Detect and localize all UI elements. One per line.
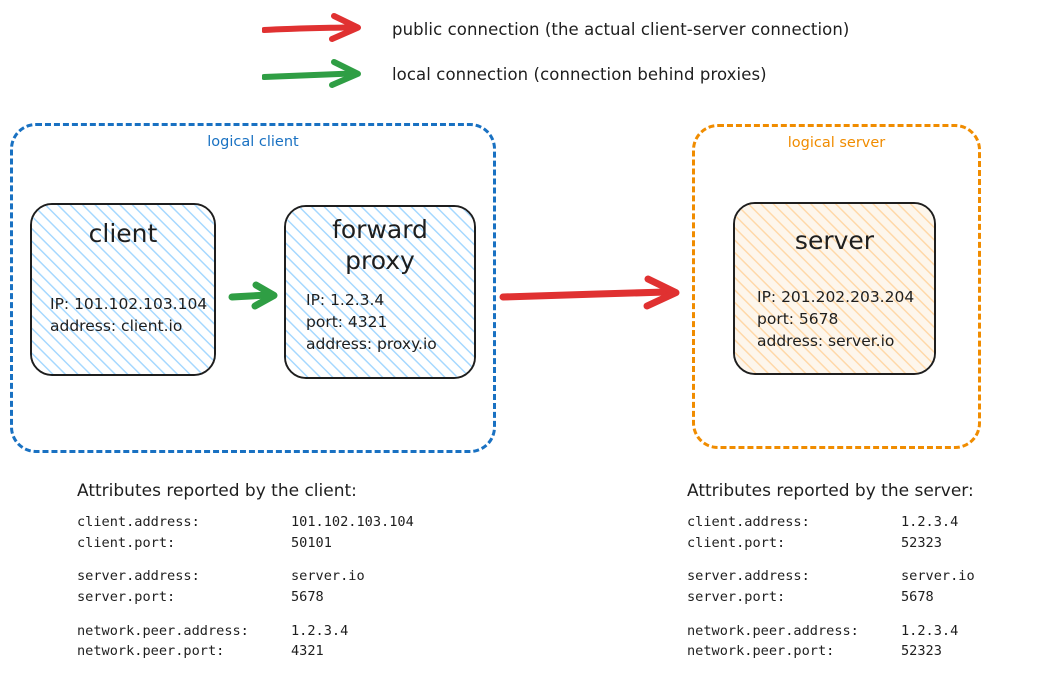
attributes-server-tbody: client.address: 1.2.3.4 client.port: 52323 s…	[687, 512, 975, 662]
attribute-key: network.peer.port:	[687, 643, 835, 660]
node-server-ip: IP: 201.202.203.204	[757, 288, 915, 306]
attribute-value: 1.2.3.4	[901, 622, 959, 639]
arrow-public-client-to-server-icon	[499, 275, 680, 310]
node-client[interactable]: client IP: 101.102.103.104 address: clie…	[30, 203, 216, 376]
attribute-value: 5678	[291, 588, 324, 605]
logical-client-label: logical client	[207, 134, 299, 150]
attribute-value: 52323	[901, 534, 942, 551]
attribute-key: server.port:	[687, 588, 786, 605]
attribute-key: server.port:	[77, 588, 176, 605]
attribute-key: network.peer.port:	[77, 643, 225, 660]
node-forward-proxy-port: port: 4321	[306, 313, 388, 331]
attributes-server-panel: Attributes reported by the server: clien…	[687, 481, 975, 662]
legend-label-public-connection: public connection (the actual client-ser…	[392, 19, 850, 39]
table-row: client.address: 101.102.103.104	[77, 512, 414, 533]
arrow-right-icon	[262, 59, 361, 88]
node-forward-proxy[interactable]: forward proxy IP: 1.2.3.4 port: 4321 add…	[284, 205, 476, 379]
table-row: client.port: 52323	[687, 533, 975, 554]
arrow-right-icon	[262, 13, 361, 42]
attribute-value: 101.102.103.104	[291, 514, 414, 530]
table-row: client.port: 50101	[77, 533, 414, 554]
attributes-spacer-row	[687, 608, 975, 621]
attribute-value: server.io	[901, 568, 975, 585]
hatch-fill-orange	[735, 204, 934, 373]
legend-label-local-connection: local connection (connection behind prox…	[392, 64, 767, 84]
attribute-key: client.port:	[687, 534, 786, 551]
table-row: server.address: server.io	[687, 566, 975, 587]
node-forward-proxy-title: forward proxy	[332, 215, 428, 275]
table-row: network.peer.address: 1.2.3.4	[687, 621, 975, 642]
attribute-value: 1.2.3.4	[291, 622, 349, 639]
node-client-details: IP: 101.102.103.104 address: client.io	[50, 293, 207, 337]
table-row: server.port: 5678	[77, 587, 414, 608]
legend-item-local-connection: local connection (connection behind prox…	[262, 57, 767, 91]
attribute-key: server.address:	[687, 568, 810, 585]
attributes-server-table: client.address: 1.2.3.4 client.port: 52323 s…	[687, 512, 975, 662]
attributes-client-table: client.address: 101.102.103.104 client.por…	[77, 512, 414, 662]
legend: public connection (the actual client-ser…	[0, 0, 1039, 100]
attributes-spacer-row	[77, 608, 414, 621]
table-row: network.peer.address: 1.2.3.4	[77, 621, 414, 642]
attributes-client-heading: Attributes reported by the client:	[77, 481, 357, 501]
node-client-title: client	[88, 219, 158, 248]
attribute-key: server.address:	[77, 568, 200, 585]
attribute-value: 5678	[901, 588, 934, 605]
node-server-title: server	[794, 226, 875, 255]
attribute-value: server.io	[291, 568, 365, 585]
table-row: network.peer.port: 52323	[687, 641, 975, 662]
attribute-value: 50101	[291, 534, 332, 551]
node-client-address: address: client.io	[50, 317, 183, 335]
attribute-key: network.peer.address:	[687, 622, 859, 639]
attribute-key: network.peer.address:	[77, 622, 249, 639]
attributes-spacer-cell	[687, 608, 975, 621]
attributes-spacer-row	[687, 553, 975, 566]
attributes-server-heading: Attributes reported by the server:	[687, 481, 974, 501]
attributes-client-panel: Attributes reported by the client: clien…	[77, 481, 414, 662]
hatch-fill-blue	[32, 205, 214, 374]
node-server[interactable]: server IP: 201.202.203.204 port: 5678 ad…	[733, 202, 936, 375]
attributes-spacer-cell	[77, 553, 414, 566]
attribute-key: client.port:	[77, 534, 176, 551]
table-row: client.address: 1.2.3.4	[687, 512, 975, 533]
attributes-client-tbody: client.address: 101.102.103.104 client.por…	[77, 512, 414, 662]
attribute-key: client.address:	[687, 514, 810, 530]
logical-server-label: logical server	[787, 135, 886, 151]
table-row: server.address: server.io	[77, 566, 414, 587]
attribute-value: 4321	[291, 643, 324, 660]
node-server-details: IP: 201.202.203.204 port: 5678 address: …	[757, 286, 914, 352]
logical-server-group: logical server	[692, 124, 981, 449]
node-client-ip: IP: 101.102.103.104	[50, 295, 208, 313]
hatch-fill-blue	[286, 207, 474, 377]
attribute-value: 1.2.3.4	[901, 514, 959, 530]
attributes-spacer-cell	[687, 553, 975, 566]
table-row: network.peer.port: 4321	[77, 641, 414, 662]
attributes-spacer-cell	[77, 608, 414, 621]
node-forward-proxy-address: address: proxy.io	[306, 335, 437, 353]
attribute-key: client.address:	[77, 514, 200, 530]
legend-item-public-connection: public connection (the actual client-ser…	[262, 12, 849, 46]
logical-client-group: logical client	[10, 123, 496, 453]
table-row: server.port: 5678	[687, 587, 975, 608]
node-forward-proxy-details: IP: 1.2.3.4 port: 4321 address: proxy.io	[306, 289, 437, 355]
attribute-value: 52323	[901, 643, 942, 660]
arrow-local-client-to-proxy-icon	[228, 281, 278, 310]
node-server-port: port: 5678	[757, 310, 839, 328]
attributes-spacer-row	[77, 553, 414, 566]
node-server-address: address: server.io	[757, 332, 895, 350]
node-forward-proxy-ip: IP: 1.2.3.4	[306, 291, 385, 309]
